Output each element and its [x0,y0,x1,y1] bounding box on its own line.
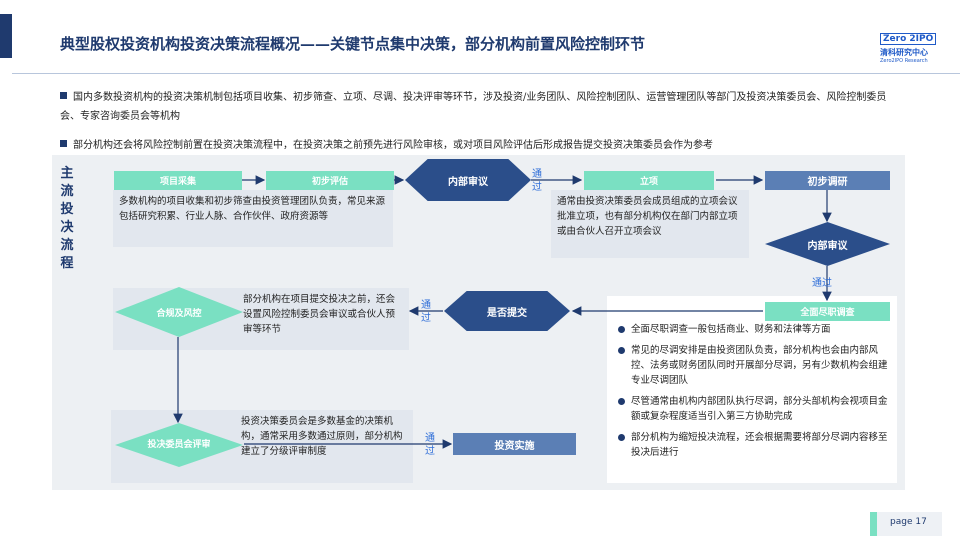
logo-subname: Zero2IPO Research [880,58,928,64]
bullet-square-icon [60,140,67,147]
logo-name: 清科研究中心 [880,48,928,57]
dd-point: 常见的尽调安排是由投资团队负责，部分机构也会由内部风控、法务或财务团队同时开展部… [617,343,889,388]
dd-point: 尽管通常由机构内部团队执行尽调，部分头部机构会视项目金额或复杂程度适当引入第三方… [617,394,889,424]
title-accent-bar [0,14,12,58]
logo: Zero 2IPO 清科研究中心 Zero2IPO Research [880,26,940,64]
dd-details: 全面尽职调查一般包括商业、财务和法律等方面 常见的尽调安排是由投资团队负责，部分… [607,296,897,483]
node-screen: 初步评估 [266,171,394,190]
node-approve: 立项 [584,171,714,190]
node-collect: 项目采集 [114,171,242,190]
bullet-1-text: 国内多数投资机构的投资决策机制包括项目收集、初步筛查、立项、尽调、投决评审等环节… [60,92,887,122]
note-collect-text: 多数机构的项目收集和初步筛查由投资管理团队负责，常见来源包括研究积累、行业人脉、… [119,196,386,222]
side-char: 主 [60,166,74,181]
note-approve: 通常由投资决策委员会成员组成的立项会议批准立项，也有部分机构仅在部门内部立项或由… [551,190,749,258]
page-badge-marker [870,512,877,536]
bullet-2: 部分机构还会将风险控制前置在投资决策流程中，在投资决策之前预先进行风险审核，或对… [60,136,900,155]
bullet-square-icon [60,92,67,99]
node-internal-review-1: 内部审议 [405,159,531,201]
node-full-dd: 全面尽职调查 [765,302,890,321]
note-risk-text: 部分机构在项目提交投决之前，还会设置风险控制委员会审议或合伙人预审等环节 [243,294,396,335]
side-char: 流 [60,238,74,253]
pass-label-4: 通过 [425,433,435,457]
note-ic-text: 投资决策委员会是多数基金的决策机构，通常采用多数通过原则，部分机构建立了分级评审… [241,416,403,457]
pass-label-2: 通过 [812,278,832,289]
note-collect: 多数机构的项目收集和初步筛查由投资管理团队负责，常见来源包括研究积累、行业人脉、… [113,190,393,247]
side-char: 程 [60,256,74,271]
logo-mark: Zero 2IPO [880,33,937,45]
pass-label-3: 通过 [421,300,431,324]
node-prelim-dd: 初步调研 [765,171,890,190]
side-char: 流 [60,184,74,199]
page-number-badge: page 17 [870,512,942,536]
page-number: page 17 [890,517,927,527]
bullet-1: 国内多数投资机构的投资决策机制包括项目收集、初步筛查、立项、尽调、投决评审等环节… [60,88,900,126]
node-submit: 是否提交 [444,291,570,331]
dd-point: 全面尽职调查一般包括商业、财务和法律等方面 [617,322,889,337]
title-divider [12,73,960,74]
side-char: 决 [60,220,74,235]
bullet-2-text: 部分机构还会将风险控制前置在投资决策流程中，在投资决策之前预先进行风险审核，或对… [73,140,713,151]
page-title: 典型股权投资机构投资决策流程概况——关键节点集中决策，部分机构前置风险控制环节 [60,35,646,53]
dd-point: 部分机构为缩短投决流程，还会根据需要将部分尽调内容移至投决后进行 [617,430,889,460]
side-char: 投 [60,202,74,217]
flow-side-label: 主 流 投 决 流 程 [58,165,76,273]
dd-points-list: 全面尽职调查一般包括商业、财务和法律等方面 常见的尽调安排是由投资团队负责，部分… [617,322,889,460]
node-invest: 投资实施 [453,433,576,455]
note-approve-text: 通常由投资决策委员会成员组成的立项会议批准立项，也有部分机构仅在部门内部立项或由… [557,196,738,237]
pass-label-1: 通过 [532,169,542,193]
